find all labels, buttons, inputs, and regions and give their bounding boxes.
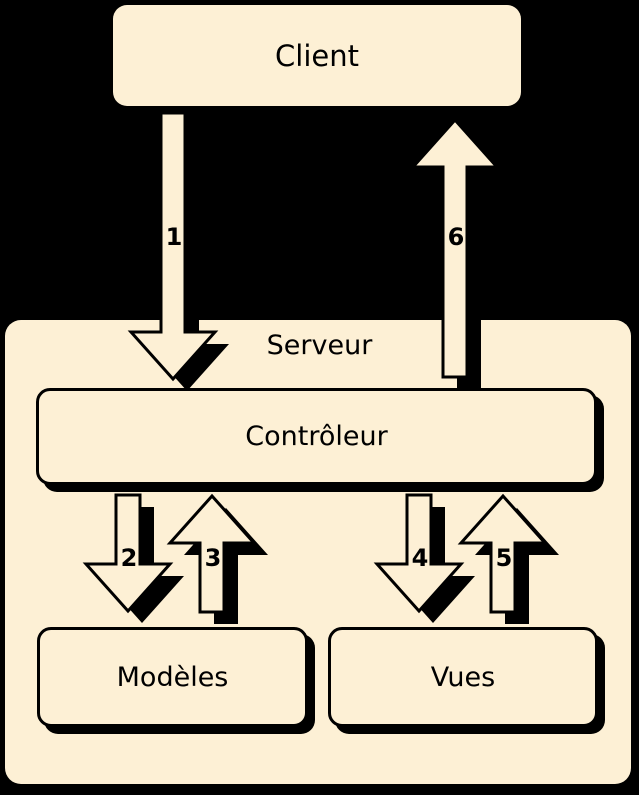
arrow-label-2: 2 — [120, 544, 138, 572]
arrow-label-3: 3 — [204, 544, 222, 572]
node-client-label: Client — [275, 38, 359, 73]
arrow-label-5: 5 — [495, 544, 513, 572]
node-controleur[interactable]: Contrôleur — [36, 388, 597, 485]
node-modeles[interactable]: Modèles — [37, 627, 308, 727]
arrow-label-1: 1 — [165, 223, 183, 251]
arrow-label-6: 6 — [447, 223, 465, 251]
node-vues[interactable]: Vues — [328, 627, 598, 727]
node-client[interactable]: Client — [113, 5, 521, 106]
node-modeles-label: Modèles — [116, 661, 229, 693]
arrow-label-4: 4 — [411, 544, 429, 572]
node-controleur-label: Contrôleur — [245, 421, 388, 452]
node-vues-label: Vues — [430, 661, 496, 693]
